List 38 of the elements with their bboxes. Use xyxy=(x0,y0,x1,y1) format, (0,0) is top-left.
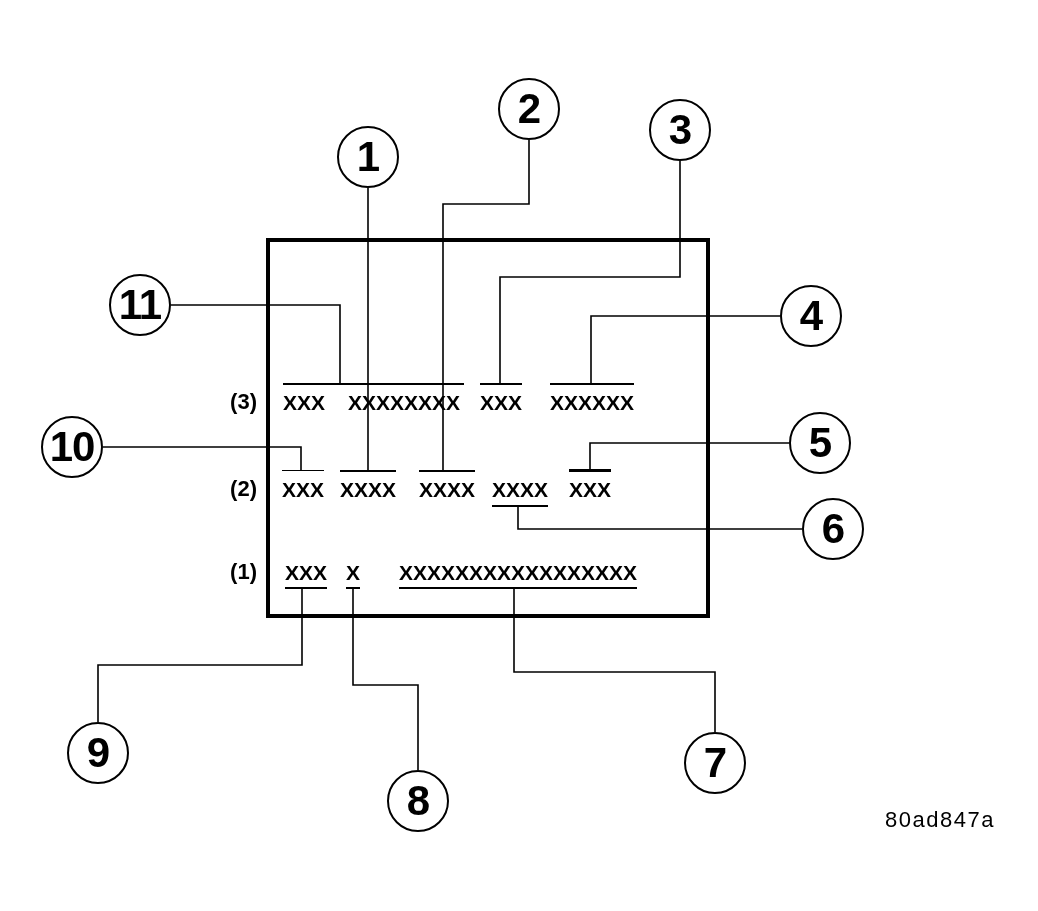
callout-number: 7 xyxy=(684,732,746,794)
callout-number: 3 xyxy=(649,99,711,161)
callout-number: 2 xyxy=(498,78,560,140)
code-field: XXXX xyxy=(492,479,549,507)
leader-line xyxy=(97,588,303,723)
callout-number: 9 xyxy=(67,722,129,784)
code-field: XXX xyxy=(285,562,328,589)
callout-number: 5 xyxy=(789,412,851,474)
row-number: (2) xyxy=(230,478,257,500)
code-field: X xyxy=(346,562,360,589)
leader-line xyxy=(589,442,790,470)
callout-number: 1 xyxy=(337,126,399,188)
code-field: XXX xyxy=(569,469,612,500)
leader-line xyxy=(517,506,803,530)
leader-line xyxy=(102,446,302,471)
leader-line xyxy=(442,139,530,471)
row-number: (1) xyxy=(230,561,257,583)
leader-line xyxy=(499,160,681,384)
code-field: XXXX xyxy=(340,470,397,500)
callout-number: 4 xyxy=(780,285,842,347)
callout-number: 8 xyxy=(387,770,449,832)
figure-code: 80ad847a xyxy=(885,809,995,831)
callout-number: 10 xyxy=(41,416,103,478)
code-field: XXXXXX xyxy=(550,383,635,413)
callout-number: 6 xyxy=(802,498,864,560)
code-field: XXXX xyxy=(419,470,476,500)
code-field: XXX xyxy=(480,383,523,413)
code-field: XXX xyxy=(282,470,325,500)
leader-line xyxy=(352,588,419,771)
leader-line xyxy=(513,588,716,733)
row-number: (3) xyxy=(230,391,257,413)
code-field: XXXXXXXXXXXXXXXXX xyxy=(399,562,638,589)
leader-line xyxy=(590,315,781,384)
leader-line xyxy=(367,187,369,471)
label-frame xyxy=(266,238,710,618)
leader-line xyxy=(170,304,341,384)
callout-number: 11 xyxy=(109,274,171,336)
code-field: XXX xyxy=(283,392,326,413)
